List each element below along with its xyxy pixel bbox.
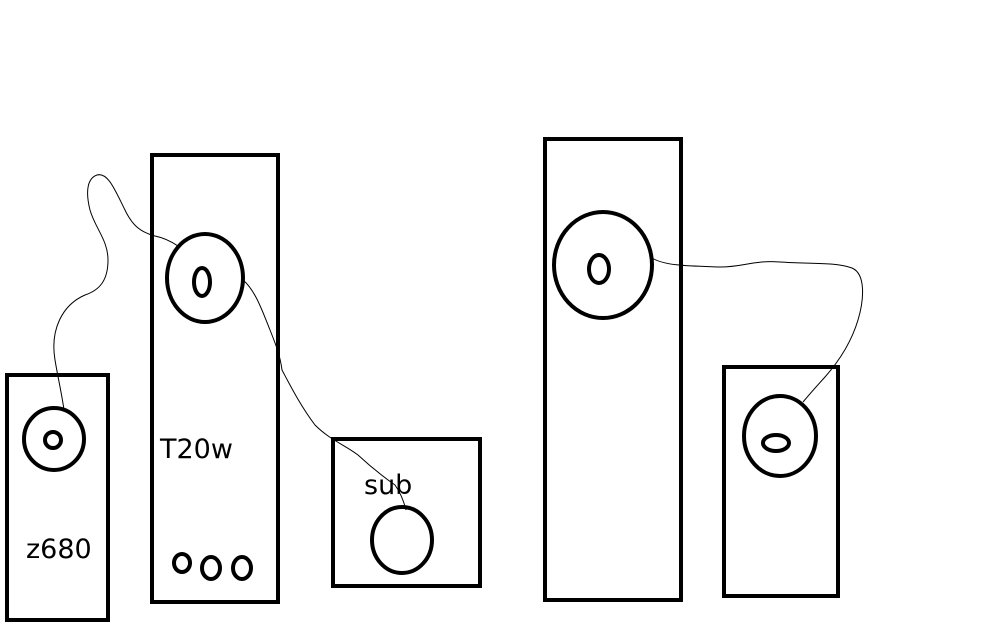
wire-z680-to-t20w [53,174,179,411]
small-right-driver-outer [742,394,818,478]
small-right-driver-inner [761,433,791,453]
small-right-cabinet [722,365,840,598]
tall-right-cabinet [543,137,683,602]
z680-driver-outer [22,406,86,472]
z680-driver-inner [43,430,63,450]
subwoofer: sub [331,437,482,588]
wire-tall-right-to-small-right [651,257,863,403]
t20w-speaker: T20w [150,153,280,604]
tall-right-driver-outer [552,210,654,320]
t20w-knob-1 [172,552,192,574]
tall-right-driver-inner [587,253,611,285]
t20w-cabinet [150,153,280,604]
sub-cabinet [331,437,482,588]
z680-label: z680 [26,534,92,565]
z680-speaker: z680 [5,373,110,622]
t20w-label: T20w [159,434,233,465]
wire-t20w-to-sub [242,279,407,511]
t20w-knob-3 [231,555,253,581]
small-right-speaker [722,365,840,598]
z680-cabinet [5,373,110,622]
sub-driver [370,505,434,575]
tall-right-speaker [543,137,683,602]
t20w-driver-inner [192,266,212,298]
sub-label: sub [364,470,412,501]
t20w-knob-2 [200,555,222,581]
t20w-driver-outer [165,232,245,324]
